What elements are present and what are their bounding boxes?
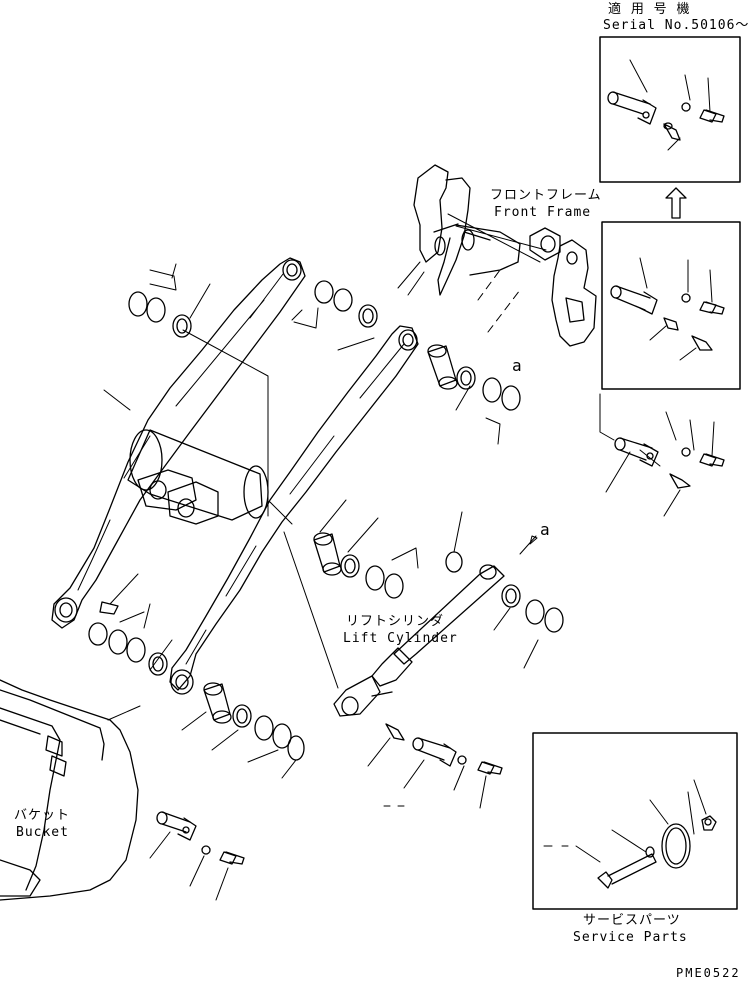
- washer-group-top-left: [128, 263, 211, 338]
- view-a-label-mid: a: [540, 520, 551, 539]
- boom-leader-2: [269, 501, 293, 525]
- bucket-pin-group: [181, 682, 305, 779]
- cylinder-pin-set: [367, 723, 503, 809]
- bushing-group-mid: [427, 344, 521, 445]
- boom-leader: [182, 329, 269, 517]
- drawing-code: PME0522: [676, 966, 741, 980]
- bushing-group-lower-mid: [313, 499, 463, 599]
- bucket-pin-set: [149, 811, 245, 901]
- inset-washer-top: [681, 102, 691, 112]
- front-frame: [397, 164, 597, 347]
- service-parts-label-en: Service Parts: [573, 930, 688, 945]
- lift-cylinder: [283, 531, 564, 717]
- front-frame-label-jp: フロントフレーム: [490, 188, 602, 203]
- view-a-label-top: a: [512, 356, 523, 375]
- boom-foot-group-left: [88, 573, 173, 676]
- inset-bolt-top: [699, 109, 725, 123]
- service-parts-box: [532, 732, 738, 910]
- bucket-label-en: Bucket: [16, 825, 69, 840]
- serial-label-jp: 適 用 号 機: [608, 2, 691, 17]
- inset-grease-fitting-top: [663, 122, 681, 141]
- pin-detail-box: [601, 221, 741, 390]
- service-parts-label-jp: サービスパーツ: [583, 913, 681, 928]
- bucket-label-jp: バケット: [14, 808, 71, 823]
- front-frame-label-en: Front Frame: [494, 205, 592, 220]
- inset-pin-top: [607, 91, 657, 125]
- lift-cylinder-label-en: Lift Cylinder: [343, 631, 458, 646]
- frame-pin-assembly: [599, 393, 725, 517]
- serial-label-en: Serial No.50106～: [603, 18, 749, 33]
- serial-inset-box: [599, 36, 741, 183]
- washer-group-top-centre: [291, 280, 378, 351]
- upgrade-arrow: [665, 187, 687, 219]
- boom: [51, 257, 419, 695]
- lift-cylinder-label-jp: リフトシリンダ: [346, 614, 445, 629]
- bucket: [0, 679, 141, 901]
